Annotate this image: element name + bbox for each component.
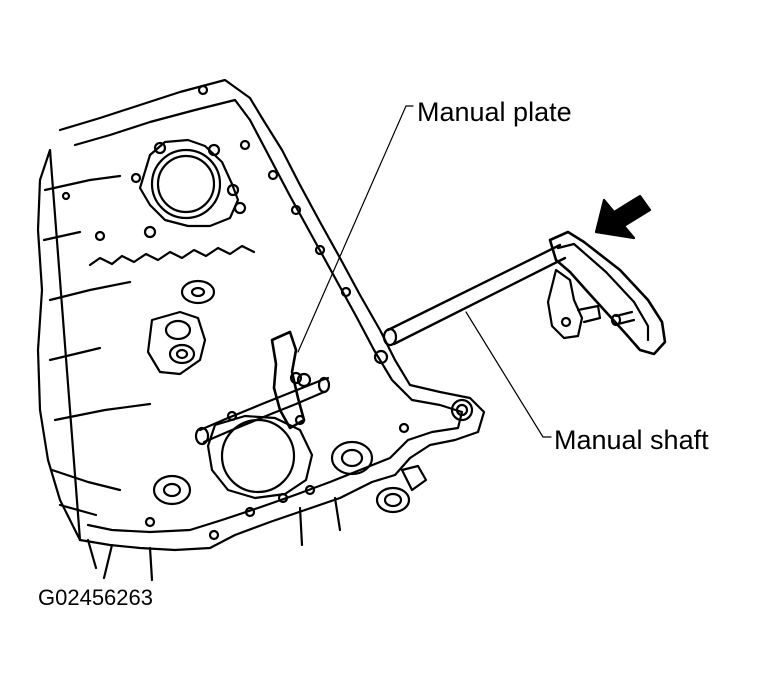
mid-bosses [146, 279, 216, 376]
manual-shaft-label: Manual shaft [554, 425, 709, 455]
upper-bore [130, 138, 247, 239]
transmission-case [36, 78, 486, 582]
manual-plate-label: Manual plate [417, 97, 572, 127]
lower-bore [152, 410, 428, 514]
manual-shaft [382, 230, 667, 356]
direction-arrow [594, 194, 652, 240]
manual-plate [194, 330, 331, 446]
manual-plate-leader-line [297, 105, 414, 353]
manual-shaft-leader-line [465, 311, 552, 438]
figure-id: G02456263 [38, 585, 153, 610]
